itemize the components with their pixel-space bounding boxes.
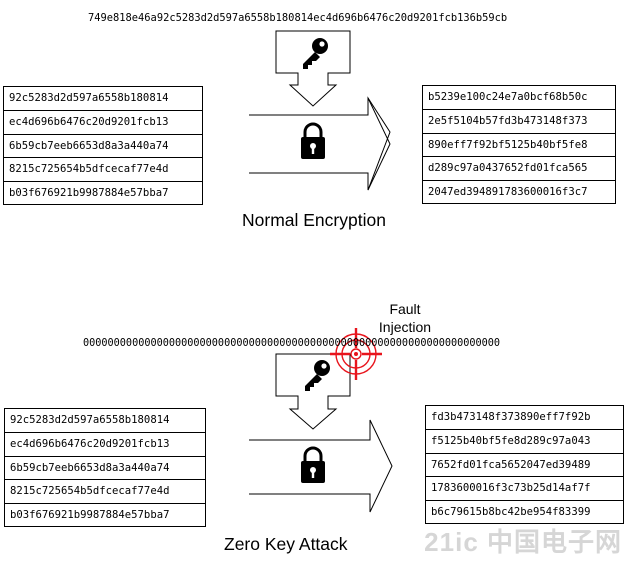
lock-icon [301, 446, 325, 483]
zero-key-string: 0000000000000000000000000000000000000000… [83, 338, 501, 349]
fault-label-line2: Injection [378, 319, 432, 335]
plaintext-table-attack: 92c5283d2d597a6558b180814 ec4d696b6476c2… [4, 408, 206, 527]
ciphertext-table-attack: fd3b473148f373890eff7f92b f5125b40bf5fe8… [425, 405, 624, 524]
table-row: b5239e100c24e7a0bcf68b50c [428, 91, 588, 103]
table-row: f5125b40bf5fe8d289c97a043 [426, 429, 623, 452]
table-row: fd3b473148f373890eff7f92b [431, 411, 591, 423]
ciphertext-table-normal: b5239e100c24e7a0bcf68b50c 2e5f5104b57fd3… [422, 85, 616, 204]
normal-key-string: 749e818e46a92c5283d2d597a6558b180814ec4d… [88, 12, 508, 24]
fault-label-line1: Fault [389, 301, 421, 317]
zero-key-attack-caption: Zero Key Attack [224, 534, 348, 554]
key-icon [305, 360, 330, 391]
table-row: 6b59cb7eeb6653d8a3a440a74 [5, 455, 205, 479]
table-row: 92c5283d2d597a6558b180814 [10, 414, 170, 426]
table-row: ec4d696b6476c20d9201fcb13 [5, 432, 205, 455]
table-row: 2047ed394891783600016f3c7 [423, 179, 615, 203]
key-box-normal [275, 30, 351, 107]
normal-encryption-caption: Normal Encryption [242, 210, 386, 230]
table-row: ec4d696b6476c20d9201fcb13 [4, 110, 202, 133]
key-icon [303, 38, 328, 69]
table-row: 7652fd01fca5652047ed39489 [426, 452, 623, 476]
key-box-attack [275, 353, 351, 430]
table-row: 6b59cb7eeb6653d8a3a440a74 [4, 133, 202, 157]
table-row: 92c5283d2d597a6558b180814 [9, 92, 169, 104]
plaintext-table-normal: 92c5283d2d597a6558b180814 ec4d696b6476c2… [3, 86, 203, 205]
lock-icon [301, 122, 325, 159]
table-row: b6c79615b8bc42be954f83399 [426, 499, 623, 523]
crosshair-target-icon [330, 328, 382, 380]
table-row: 890eff7f92bf5125b40bf5fe8 [423, 132, 615, 156]
fault-injection-label: Fault Injection [362, 300, 448, 336]
table-row: 8215c725654b5dfcecaf77e4d [5, 479, 205, 502]
table-row: d289c97a0437652fd01fca565 [423, 156, 615, 179]
table-row: 1783600016f3c73b25d14af7f [426, 476, 623, 499]
table-row: b03f676921b9987884e57bba7 [4, 180, 202, 204]
table-row: b03f676921b9987884e57bba7 [5, 502, 205, 526]
table-row: 8215c725654b5dfcecaf77e4d [4, 157, 202, 180]
watermark: 21ic 中国电子网 [424, 527, 622, 557]
table-row: 2e5f5104b57fd3b473148f373 [423, 109, 615, 132]
